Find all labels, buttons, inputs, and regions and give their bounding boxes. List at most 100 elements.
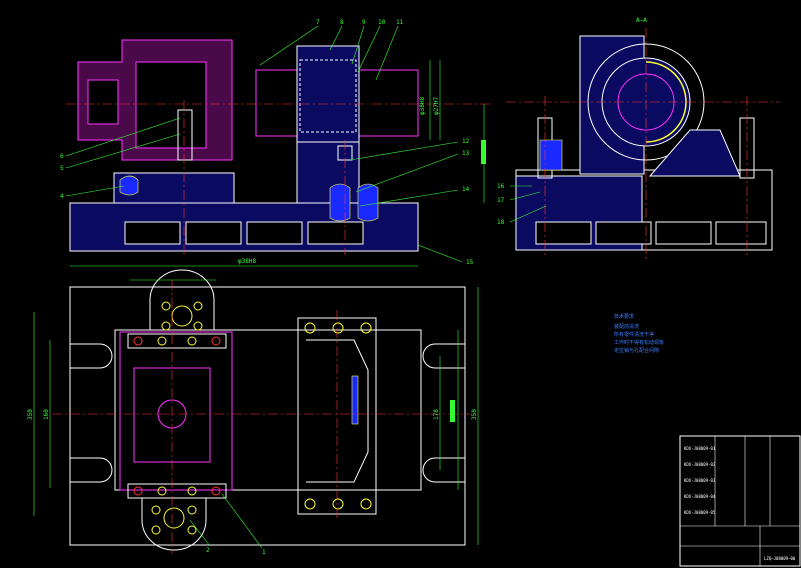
label-1: 1 (262, 549, 266, 556)
leader-12 (349, 141, 459, 161)
plate-hole-1 (133, 336, 143, 346)
base-pocket-3 (246, 221, 303, 245)
label-4: 4 (60, 193, 64, 200)
plate-hole-7 (187, 486, 197, 496)
clamp-right-2 (357, 183, 379, 222)
leader-15 (417, 244, 463, 263)
dim-width-front-text: φ38H8 (238, 258, 256, 265)
flange-bottom-hole-2 (187, 505, 197, 515)
plate-hole-4 (211, 336, 221, 346)
dim-right-text-1: 178 (433, 409, 440, 420)
leader-8 (329, 25, 343, 51)
seat-inner (299, 59, 357, 133)
label-12: 12 (462, 138, 470, 145)
notes-title: 技术要求 (614, 313, 634, 320)
label-5: 5 (60, 165, 64, 172)
leader-13 (355, 153, 459, 193)
housing-inner (135, 61, 207, 149)
label-17: 17 (497, 197, 505, 204)
label-7: 7 (316, 19, 320, 26)
front-view: φ38H8 φ38H8 φ27H7 7 8 9 10 11 6 5 4 12 1… (60, 19, 490, 267)
side-pocket-3 (655, 221, 712, 245)
tb-row-5: KDX-J08009-05 (684, 510, 716, 515)
seat-hole-5 (332, 498, 344, 510)
dim-right-text-3: 350 (471, 409, 478, 420)
flange-top-hole-4 (193, 321, 203, 331)
side-pocket-4 (715, 221, 767, 245)
leader-2 (189, 519, 211, 547)
side-bearing-arc (645, 61, 687, 103)
label-18: 18 (497, 219, 505, 226)
plate-hole-2 (157, 336, 167, 346)
clamp-plate-top (127, 333, 227, 349)
side-pocket-2 (595, 221, 652, 245)
label-14: 14 (462, 186, 470, 193)
leader-10 (357, 25, 381, 73)
leader-14 (359, 189, 459, 207)
label-13: 13 (462, 150, 470, 157)
side-bearing-arc-2 (645, 101, 687, 143)
flange-bottom-center (163, 507, 185, 529)
clamp-plate-bottom (127, 483, 227, 499)
flange-top-hole-1 (161, 301, 171, 311)
tb-row-2: KDX-J08009-02 (684, 462, 716, 467)
side-view: A—A 16 17 18 (497, 17, 780, 262)
side-pocket-1 (535, 221, 592, 245)
technical-notes: 技术要求 装配前清洗 所有零件清洗干净 工作时不得有松动现象 定位销与孔配合间隙 (614, 313, 664, 354)
base-pocket-2 (185, 221, 242, 245)
leader-4 (65, 185, 125, 197)
label-15: 15 (466, 259, 474, 266)
clamp-right (329, 183, 351, 222)
dim-bore-text-2: φ27H7 (433, 97, 440, 115)
label-10: 10 (378, 19, 386, 26)
base-pocket-4 (307, 221, 364, 245)
tb-row-4: KDX-J08009-04 (684, 494, 716, 499)
section-label: A—A (636, 17, 647, 24)
flange-bottom-hole-3 (151, 525, 161, 535)
top-base-inner (114, 329, 422, 491)
label-11: 11 (396, 19, 404, 26)
dim-height-top-text: 350 (27, 409, 34, 420)
dim-marker-front (481, 140, 486, 164)
flange-bottom-hole-1 (151, 505, 161, 515)
plate-hole-8 (211, 486, 221, 496)
leader-5 (65, 133, 181, 169)
slot-right-bottom (422, 457, 465, 483)
dim-bore-text: φ38H8 (419, 97, 426, 115)
seat-hole-6 (360, 498, 372, 510)
plate-hole-6 (157, 486, 167, 496)
top-seat-profile (306, 339, 369, 483)
flange-top-hole-3 (161, 321, 171, 331)
slot-left-bottom (70, 457, 113, 483)
flange-bottom-hole-4 (187, 525, 197, 535)
flange-bottom (141, 497, 207, 551)
leader-11 (375, 25, 399, 81)
top-housing (119, 331, 233, 491)
leader-6 (65, 117, 181, 157)
tb-row-3: KDX-J08009-03 (684, 478, 716, 483)
slot-right-top (422, 343, 465, 369)
top-view: 350 160 178 350 1 2 (27, 269, 479, 556)
base-pocket-1 (124, 221, 181, 245)
title-block-frame (679, 435, 801, 567)
shaft (255, 69, 419, 137)
seat-hole-3 (360, 322, 372, 334)
leader-1 (221, 493, 263, 549)
seat-hole-4 (304, 498, 316, 510)
note-4: 定位销与孔配合间隙 (614, 347, 659, 354)
plate-hole-5 (133, 486, 143, 496)
label-8: 8 (340, 19, 344, 26)
note-3: 工作时不得有松动现象 (614, 339, 664, 346)
note-1: 装配前清洗 (614, 323, 639, 330)
top-base (69, 286, 466, 546)
bearing-seat (296, 45, 360, 143)
tb-drawing-no: LZQ—J08009—00 (764, 556, 796, 561)
note-2: 所有零件清洗干净 (614, 331, 654, 338)
top-seat-key (351, 375, 359, 425)
side-clamp (539, 139, 563, 171)
flange-top (149, 269, 215, 331)
leader-18 (509, 205, 547, 223)
bolt-left (177, 109, 193, 161)
tb-row-1: KDX-J08009-01 (684, 446, 716, 451)
